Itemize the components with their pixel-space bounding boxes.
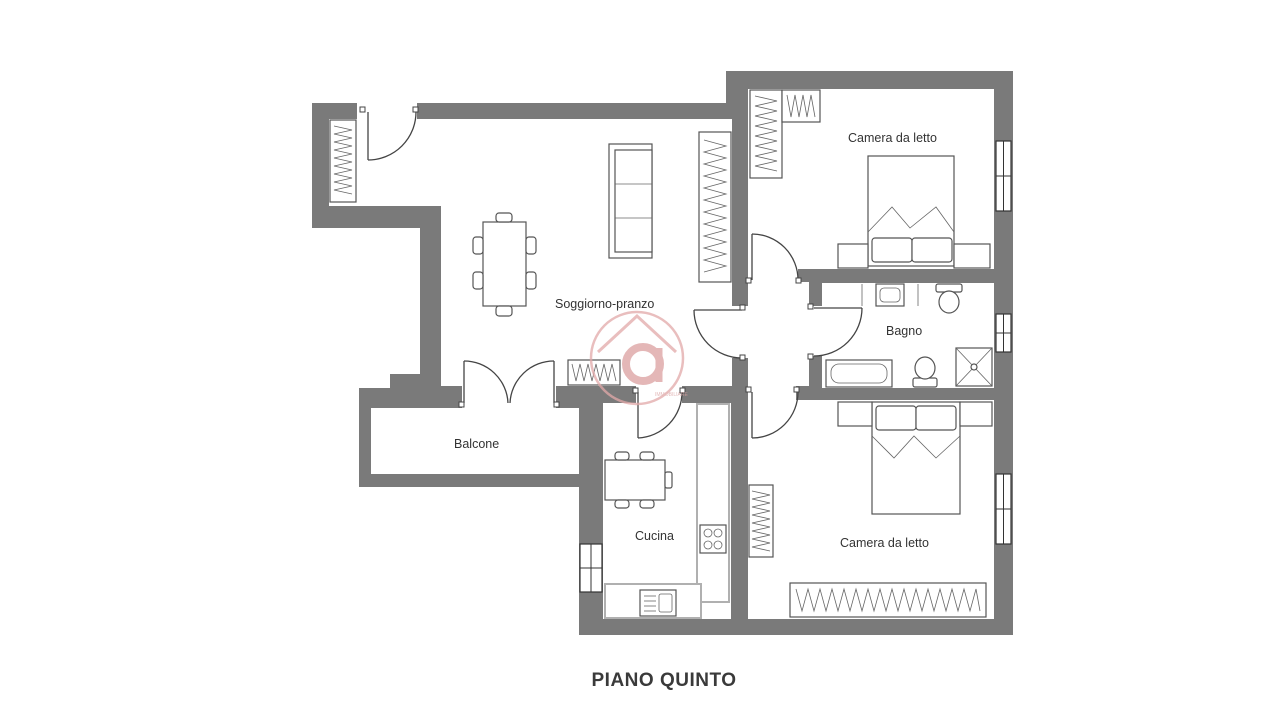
door-balcony <box>458 360 560 408</box>
label-bedroom-bottom: Camera da letto <box>840 536 929 550</box>
stove <box>699 524 727 554</box>
label-living: Soggiorno-pranzo <box>555 297 654 311</box>
toilet-top <box>935 283 963 314</box>
label-balcony: Balcone <box>454 437 499 451</box>
wardrobes <box>329 89 987 618</box>
door-opening-living-top <box>357 103 417 119</box>
door-living-hall <box>693 304 746 361</box>
door-opening-living-hall <box>732 306 748 358</box>
door-opening-bedroom-top <box>748 269 798 282</box>
room-labels: Soggiorno-pranzo Camera da letto Bagno B… <box>454 131 937 550</box>
window-bedroom-bottom <box>995 473 1012 545</box>
door-opening-kitchen-wall <box>731 400 748 410</box>
bathtub <box>825 359 893 388</box>
watermark-logo: IMMOBILIARE <box>589 310 688 406</box>
door-bedroom-bottom <box>745 386 800 439</box>
door-bedroom-top <box>745 233 802 284</box>
bathroom-fixtures <box>825 283 993 388</box>
door-opening-bedroom-bottom <box>748 386 796 400</box>
wardrobe-bedroom-top-vertical <box>749 89 783 179</box>
balcony-floor <box>371 408 579 474</box>
wardrobe-bedroom-bottom-horizontal <box>789 582 987 618</box>
wardrobe-living-left <box>329 119 357 203</box>
wardrobe-living-right <box>698 131 732 283</box>
wardrobe-bedroom-top-horizontal <box>781 89 821 123</box>
label-bedroom-top: Camera da letto <box>848 131 937 145</box>
kitchen-table <box>604 451 673 509</box>
wardrobe-bedroom-bottom-vertical <box>748 484 774 558</box>
kitchen-sink <box>639 589 677 617</box>
door-kitchen <box>632 387 686 439</box>
door-opening-balcony <box>462 386 556 408</box>
door-living-entry <box>359 106 419 161</box>
label-kitchen: Cucina <box>635 529 674 543</box>
window-kitchen <box>579 543 603 593</box>
shower <box>955 347 993 387</box>
window-bathroom <box>995 313 1012 353</box>
bed-top <box>837 155 991 269</box>
floor-title: PIANO QUINTO <box>592 670 737 691</box>
windows <box>579 140 1012 593</box>
window-bedroom-top <box>995 140 1012 212</box>
dining-table <box>472 212 537 317</box>
doors <box>359 106 863 439</box>
watermark-caption: IMMOBILIARE <box>655 392 688 398</box>
label-bathroom: Bagno <box>886 324 922 338</box>
hallway-floor <box>748 282 809 386</box>
door-opening-bath <box>809 306 822 356</box>
sink <box>861 283 919 307</box>
door-bathroom <box>807 303 863 360</box>
toilet-bottom <box>912 356 938 388</box>
bed-bottom <box>837 401 993 515</box>
sofa <box>608 143 653 259</box>
kitchen-fixtures <box>604 403 730 619</box>
